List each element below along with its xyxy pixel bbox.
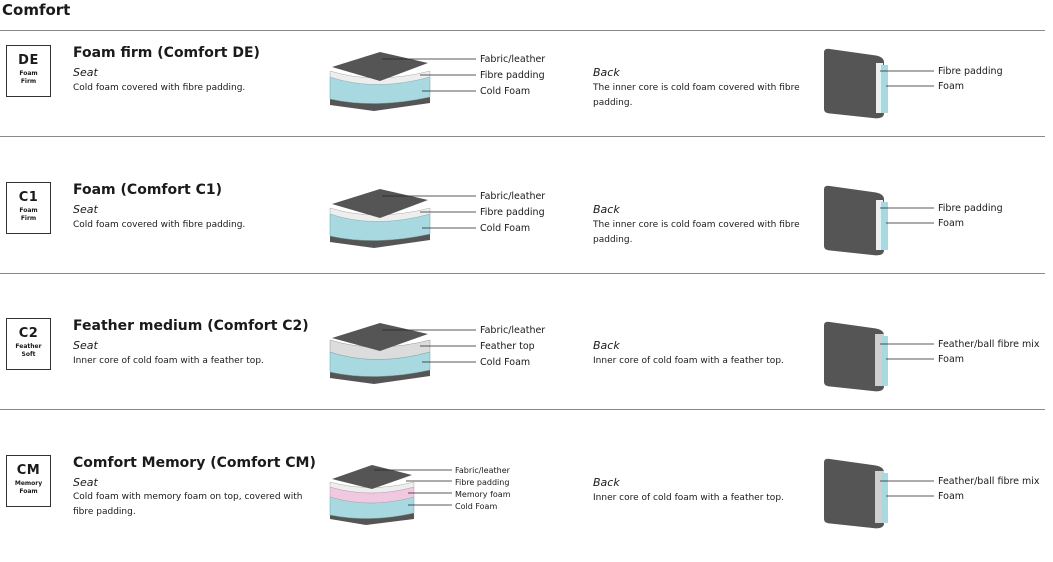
fibre-padding-strip — [876, 200, 883, 250]
row-divider — [0, 273, 1045, 274]
comfort-badge: C1 Foam Firm — [6, 182, 51, 234]
back-label: Back — [593, 476, 620, 489]
back-description: Inner core of cold foam with a feather t… — [593, 356, 784, 366]
row-divider — [0, 136, 1045, 137]
layer-label: Fabric/leather — [480, 325, 545, 336]
foam-strip — [881, 202, 888, 250]
layer-label: Cold Foam — [480, 357, 530, 368]
back-core — [824, 48, 884, 119]
seat-layers-diagram: Fabric/leather Fibre padding Memory foam… — [329, 465, 511, 525]
seat-label: Seat — [73, 66, 98, 79]
comfort-badge: DE Foam Firm — [6, 45, 51, 97]
back-description: Inner core of cold foam with a feather t… — [593, 493, 784, 503]
back-description: The inner core is cold foam covered with… — [593, 83, 800, 108]
seat-label: Seat — [73, 203, 98, 216]
page-title: Comfort — [2, 1, 71, 19]
comfort-row-de: DE Foam Firm Foam firm (Comfort DE) Seat… — [0, 32, 1053, 152]
seat-description: Cold foam covered with fibre padding. — [73, 83, 246, 93]
title-rule — [0, 30, 1045, 31]
fibre-padding-strip — [876, 63, 883, 113]
badge-code: DE — [18, 53, 39, 68]
comfort-title: Feather medium (Comfort C2) — [73, 318, 309, 334]
seat-description: Cold foam covered with fibre padding. — [73, 220, 246, 230]
badge-firmness-line1: Foam — [19, 70, 38, 77]
layer-label: Fibre padding — [455, 478, 509, 487]
seat-description: Inner core of cold foam with a feather t… — [73, 356, 264, 366]
seat-layers-diagram: Fabric/leather Fibre padding Cold Foam — [329, 52, 545, 111]
back-core — [824, 185, 884, 256]
back-layer-label: Feather/ball fibre mix — [938, 339, 1040, 350]
back-layer-label: Fibre padding — [938, 203, 1003, 214]
layer-label: Cold Foam — [480, 223, 530, 234]
layer-label: Fabric/leather — [480, 54, 545, 65]
back-layer-label: Foam — [938, 218, 964, 229]
layer-label: Feather top — [480, 341, 535, 352]
back-description: The inner core is cold foam covered with… — [593, 220, 800, 245]
badge-firmness-line1: Foam — [19, 207, 38, 214]
seat-label: Seat — [73, 339, 98, 352]
fabric-layer — [332, 465, 412, 489]
back-layers-diagram: Fibre padding Foam — [824, 185, 1003, 256]
fibre-padding-layer — [329, 70, 431, 85]
comfort-title: Comfort Memory (Comfort CM) — [73, 455, 316, 471]
back-label: Back — [593, 66, 620, 79]
badge-code: CM — [16, 463, 41, 478]
back-core — [824, 321, 884, 392]
back-layer-label: Foam — [938, 491, 964, 502]
feather-mix-strip — [875, 471, 884, 523]
badge-firmness-line2: Foam — [19, 488, 38, 495]
fibre-padding-layer — [329, 207, 431, 222]
layer-label: Cold Foam — [480, 86, 530, 97]
back-label: Back — [593, 203, 620, 216]
comfort-row-c1: C1 Foam Firm Foam (Comfort C1) Seat Cold… — [0, 169, 1053, 289]
layer-label: Cold Foam — [455, 502, 497, 511]
badge-firmness-line1: Feather — [15, 343, 42, 350]
comfort-badge: CM Memory Foam — [6, 455, 51, 507]
layer-label: Memory foam — [455, 490, 511, 499]
comfort-row-cm: CM Memory Foam Comfort Memory (Comfort C… — [0, 442, 1053, 562]
foam-strip — [881, 65, 888, 113]
back-layer-label: Foam — [938, 354, 964, 365]
back-core — [824, 458, 884, 529]
layer-label: Fibre padding — [480, 207, 545, 218]
back-layer-label: Feather/ball fibre mix — [938, 476, 1040, 487]
back-layers-diagram: Feather/ball fibre mix Foam — [824, 321, 1040, 392]
comfort-row-c2: C2 Feather Soft Feather medium (Comfort … — [0, 305, 1053, 425]
layer-label: Fibre padding — [480, 70, 545, 81]
seat-layers-diagram: Fabric/leather Fibre padding Cold Foam — [329, 189, 545, 248]
badge-firmness-line1: Memory — [14, 480, 43, 487]
seat-layers-diagram: Fabric/leather Feather top Cold Foam — [329, 323, 545, 384]
layer-label: Fabric/leather — [480, 191, 545, 202]
back-layer-label: Fibre padding — [938, 66, 1003, 77]
back-layer-label: Foam — [938, 81, 964, 92]
badge-firmness-line2: Soft — [21, 351, 36, 358]
badge-firmness-line2: Firm — [20, 78, 37, 85]
foam-strip — [882, 336, 888, 386]
badge-firmness-line2: Firm — [20, 215, 37, 222]
comfort-title: Foam firm (Comfort DE) — [73, 45, 260, 61]
foam-strip — [882, 473, 888, 523]
seat-description: Cold foam with memory foam on top, cover… — [73, 492, 303, 517]
comfort-title: Foam (Comfort C1) — [73, 182, 222, 198]
row-divider — [0, 409, 1045, 410]
feather-mix-strip — [875, 334, 884, 386]
back-layers-diagram: Feather/ball fibre mix Foam — [824, 458, 1040, 529]
comfort-badge: C2 Feather Soft — [6, 318, 51, 370]
badge-code: C1 — [18, 190, 39, 205]
back-label: Back — [593, 339, 620, 352]
layer-label: Fabric/leather — [455, 466, 511, 475]
seat-label: Seat — [73, 476, 98, 489]
badge-code: C2 — [18, 326, 39, 341]
back-layers-diagram: Fibre padding Foam — [824, 48, 1003, 119]
